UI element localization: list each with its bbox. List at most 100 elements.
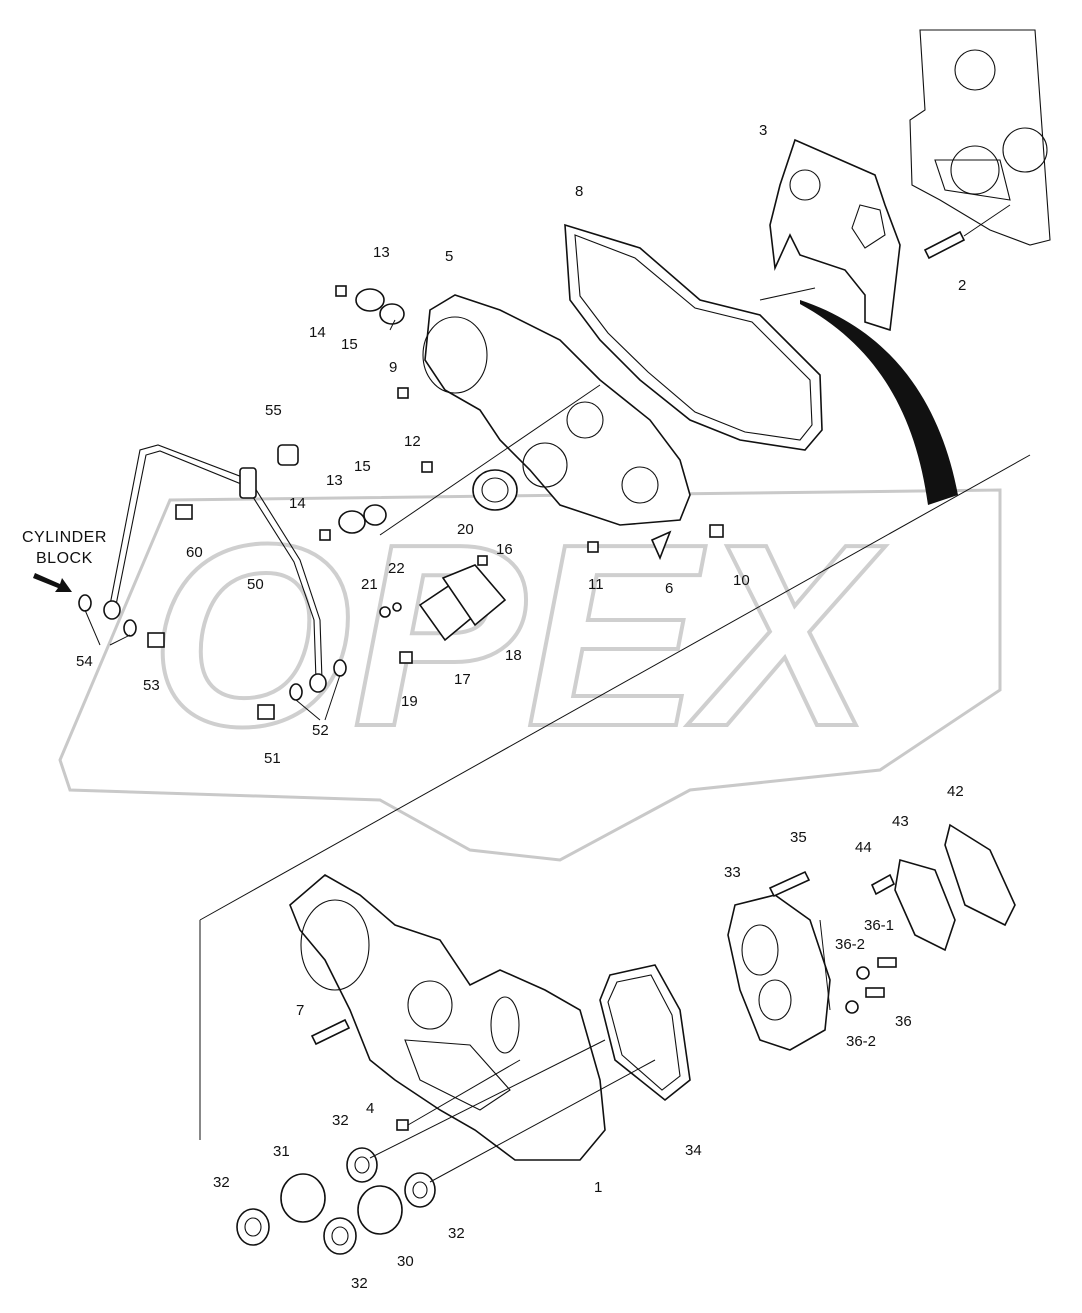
callout-9: 9 bbox=[389, 359, 397, 376]
gear-assembly bbox=[236, 1039, 656, 1255]
callout-44: 44 bbox=[855, 839, 872, 856]
callout-30: 30 bbox=[397, 1253, 414, 1270]
part-5-front-cover bbox=[422, 294, 691, 526]
callout-22: 22 bbox=[388, 560, 405, 577]
callout-14-upper: 14 bbox=[309, 324, 326, 341]
part-44-stud bbox=[870, 873, 896, 896]
part-15-oring-upper bbox=[379, 303, 405, 325]
part-36-2-washer-a bbox=[856, 966, 870, 980]
callout-42: 42 bbox=[947, 783, 964, 800]
part-51-bolt bbox=[257, 704, 275, 720]
frame-lines bbox=[199, 454, 1031, 1140]
part-55-sleeve bbox=[277, 444, 299, 466]
callout-31: 31 bbox=[273, 1143, 290, 1160]
callout-13-lower: 13 bbox=[326, 472, 343, 489]
part-22-washer bbox=[392, 602, 402, 612]
callout-10: 10 bbox=[733, 572, 750, 589]
callout-53: 53 bbox=[143, 677, 160, 694]
part-15-oring-lower bbox=[363, 504, 387, 526]
part-50-pipe-assembly bbox=[33, 444, 347, 721]
callout-32-c: 32 bbox=[448, 1225, 465, 1242]
callout-11: 11 bbox=[588, 576, 604, 593]
callout-36-1: 36-1 bbox=[864, 917, 894, 934]
part-2-dowel-pin bbox=[923, 204, 1011, 260]
callout-8: 8 bbox=[575, 183, 583, 200]
part-11-bolt bbox=[587, 541, 599, 553]
watermark-text: OPEX bbox=[150, 491, 886, 781]
part-14-bolt-upper bbox=[335, 285, 347, 297]
callout-33: 33 bbox=[724, 864, 741, 881]
callout-7: 7 bbox=[296, 1002, 304, 1019]
callout-51: 51 bbox=[264, 750, 281, 767]
part-6-dowel bbox=[650, 530, 672, 561]
callout-19: 19 bbox=[401, 693, 418, 710]
callout-52: 52 bbox=[312, 722, 329, 739]
callout-55: 55 bbox=[265, 402, 282, 419]
part-32-bearing-d bbox=[404, 1172, 436, 1208]
part-16-seal bbox=[472, 469, 518, 511]
part-32-bearing-b bbox=[323, 1217, 357, 1255]
callout-43: 43 bbox=[892, 813, 909, 830]
part-13-cap-upper bbox=[355, 288, 385, 312]
part-21-washer bbox=[379, 606, 391, 618]
part-19-bolt bbox=[399, 651, 413, 664]
callout-50: 50 bbox=[247, 576, 264, 593]
part-3-plate bbox=[769, 138, 901, 332]
callout-16: 16 bbox=[496, 541, 513, 558]
transfer-arrow bbox=[800, 300, 958, 505]
part-60-bolt bbox=[175, 504, 193, 520]
cover-fasteners bbox=[768, 823, 1016, 1014]
cylinder-block-note: CYLINDER BLOCK bbox=[22, 529, 106, 567]
callout-32-a: 32 bbox=[213, 1174, 230, 1191]
part-7-dowel bbox=[310, 1018, 351, 1046]
callout-54: 54 bbox=[76, 653, 93, 670]
part-12-bolt bbox=[421, 461, 433, 473]
part-10-bolt bbox=[709, 524, 724, 538]
part-8-gasket bbox=[564, 223, 823, 451]
callout-36-2-lower: 36-2 bbox=[846, 1033, 876, 1050]
callout-12: 12 bbox=[404, 433, 421, 450]
part-42-plate bbox=[944, 823, 1016, 927]
part-36-2-washer-b bbox=[845, 1000, 859, 1014]
upper-small-parts bbox=[319, 285, 724, 664]
callout-36: 36 bbox=[895, 1013, 912, 1030]
part-52-washer-a bbox=[289, 683, 303, 701]
callout-35: 35 bbox=[790, 829, 807, 846]
callout-6: 6 bbox=[665, 580, 673, 597]
part-30-gear bbox=[357, 1185, 403, 1235]
callout-14-lower: 14 bbox=[289, 495, 306, 512]
callout-13-upper: 13 bbox=[373, 244, 390, 261]
callout-32-b: 32 bbox=[332, 1112, 349, 1129]
callout-3: 3 bbox=[759, 122, 767, 139]
part-52-washer-b bbox=[333, 659, 347, 677]
callout-18: 18 bbox=[505, 647, 522, 664]
callout-2: 2 bbox=[958, 277, 966, 294]
part-54-washer-a bbox=[78, 594, 92, 612]
part-1-gear-housing bbox=[289, 874, 606, 1161]
part-32-bearing-a bbox=[236, 1208, 270, 1246]
part-35-bolt bbox=[768, 870, 811, 898]
part-4-bolt bbox=[396, 1059, 521, 1131]
callout-labels: 1 2 3 4 5 6 7 8 9 10 11 12 13 13 14 14 1… bbox=[76, 122, 966, 1292]
callout-34: 34 bbox=[685, 1142, 702, 1159]
part-53-bolt bbox=[147, 632, 165, 648]
part-9-bolt bbox=[397, 387, 409, 399]
note-line-2: BLOCK bbox=[36, 550, 93, 567]
callout-4: 4 bbox=[366, 1100, 374, 1117]
callout-15-lower: 15 bbox=[354, 458, 371, 475]
part-33-cover bbox=[727, 894, 831, 1051]
callout-36-2-upper: 36-2 bbox=[835, 936, 865, 953]
part-18-gasket bbox=[441, 564, 507, 627]
cylinder-block-outline bbox=[909, 29, 1051, 246]
callout-17: 17 bbox=[454, 671, 471, 688]
callout-1: 1 bbox=[594, 1179, 602, 1196]
part-34-gasket bbox=[599, 964, 691, 1102]
part-36-bolt bbox=[865, 987, 885, 998]
part-43-gasket bbox=[894, 858, 956, 952]
part-14-bolt-lower bbox=[319, 529, 331, 541]
watermark: OPEX bbox=[58, 488, 1002, 862]
callout-21: 21 bbox=[361, 576, 378, 593]
callout-15-upper: 15 bbox=[341, 336, 358, 353]
